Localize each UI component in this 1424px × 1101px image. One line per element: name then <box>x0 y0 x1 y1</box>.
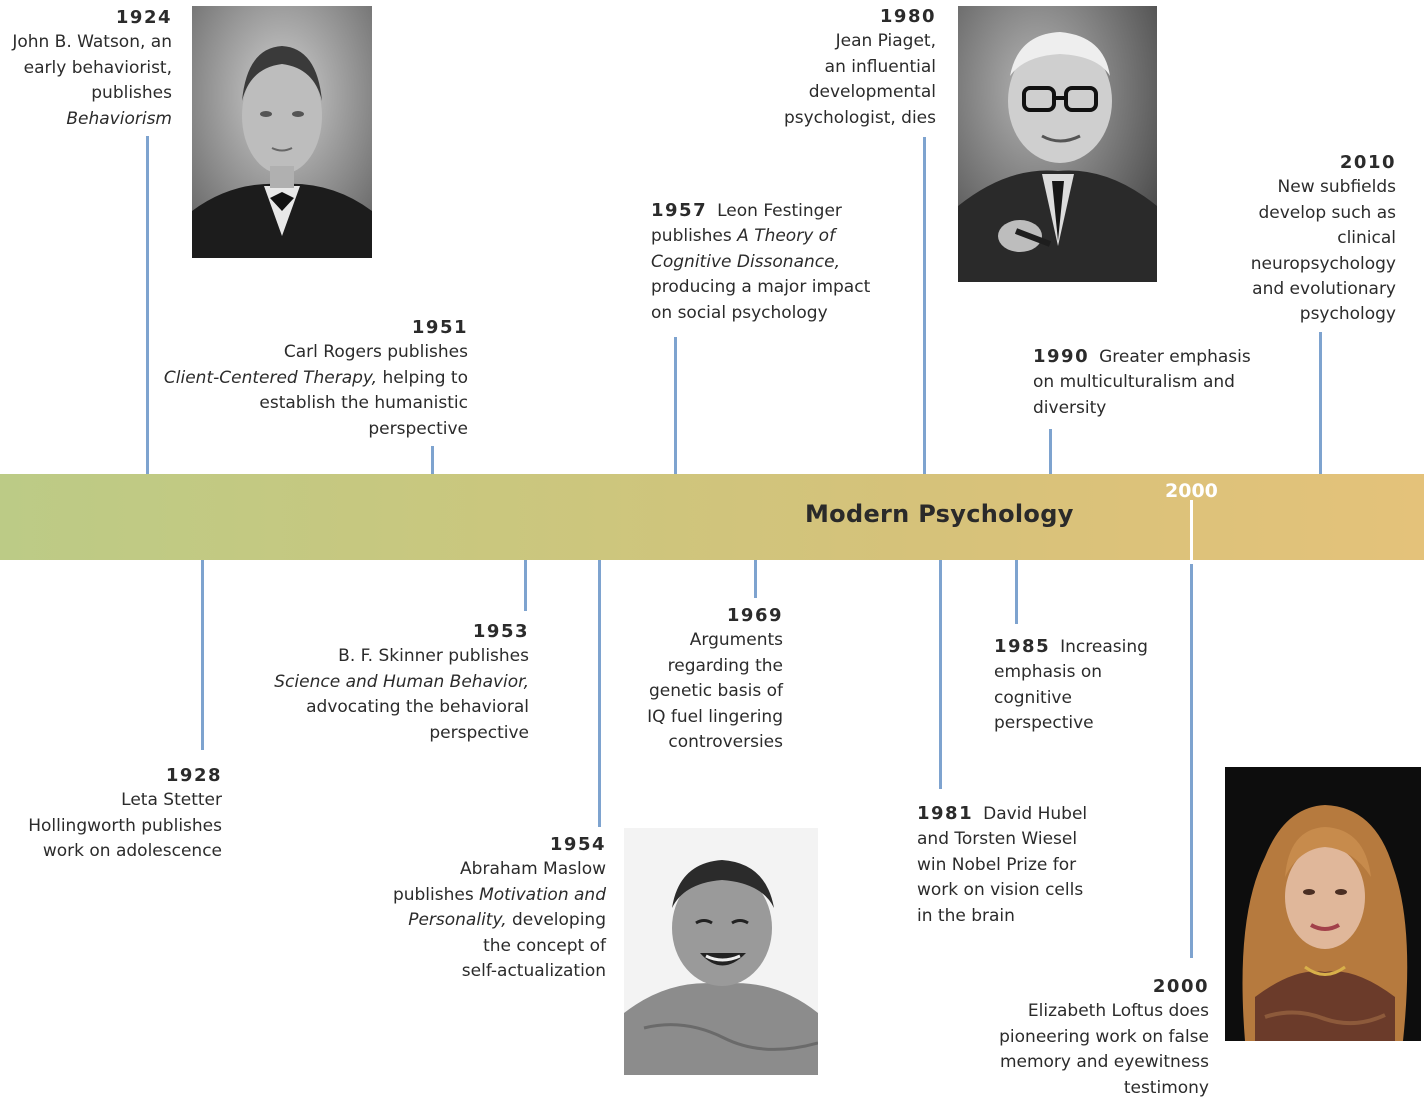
event-2010: 2010 New subfields develop such as clini… <box>1250 152 1396 325</box>
event-year: 1990 <box>1033 346 1090 367</box>
timeline-title: Modern Psychology <box>805 500 1074 528</box>
year-2000-tick <box>1190 500 1193 560</box>
connector-1928 <box>201 560 204 750</box>
connector-1985 <box>1015 560 1018 624</box>
connector-1957 <box>674 337 677 474</box>
event-2000: 2000 Elizabeth Loftus does pioneering wo… <box>999 976 1209 1098</box>
connector-1953 <box>524 560 527 611</box>
band-year-marker: 2000 <box>1165 480 1218 502</box>
photo-piaget <box>958 6 1157 282</box>
connector-1969 <box>754 560 757 598</box>
event-1951: 1951 Carl Rogers publishes Client-Center… <box>163 317 468 439</box>
event-1954: 1954 Abraham Maslow publishes Motivation… <box>392 834 606 982</box>
connector-2010 <box>1319 332 1322 474</box>
event-year: 1985 <box>994 636 1051 657</box>
photo-watson <box>192 6 372 258</box>
event-year: 2000 <box>1152 976 1209 997</box>
photo-maslow <box>624 828 818 1075</box>
event-year: 1980 <box>879 6 936 27</box>
event-year: 1981 <box>917 803 974 824</box>
timeline-band <box>0 474 1424 560</box>
connector-1980 <box>923 137 926 474</box>
event-1928: 1928 Leta Stetter Hollingworth publishes… <box>28 765 222 862</box>
event-year: 1951 <box>411 317 468 338</box>
connector-1990 <box>1049 429 1052 474</box>
event-year: 1953 <box>472 621 529 642</box>
connector-1951 <box>431 446 434 474</box>
event-year: 1954 <box>549 834 606 855</box>
connector-1954 <box>598 560 601 827</box>
event-year: 1924 <box>115 7 172 28</box>
event-year: 1957 <box>651 200 708 221</box>
connector-2000 <box>1190 564 1193 958</box>
event-year: 2010 <box>1339 152 1396 173</box>
connector-1924 <box>146 136 149 474</box>
event-1953: 1953 B. F. Skinner publishes Science and… <box>274 621 529 743</box>
event-1969: 1969 Arguments regarding the genetic bas… <box>647 605 783 753</box>
event-year: 1969 <box>726 605 783 626</box>
photo-loftus <box>1225 767 1421 1041</box>
event-1924: 1924 John B. Watson, an early behavioris… <box>12 7 172 129</box>
connector-1981 <box>939 560 942 789</box>
event-1980: 1980 Jean Piaget, an influential develop… <box>783 6 936 128</box>
event-year: 1928 <box>165 765 222 786</box>
